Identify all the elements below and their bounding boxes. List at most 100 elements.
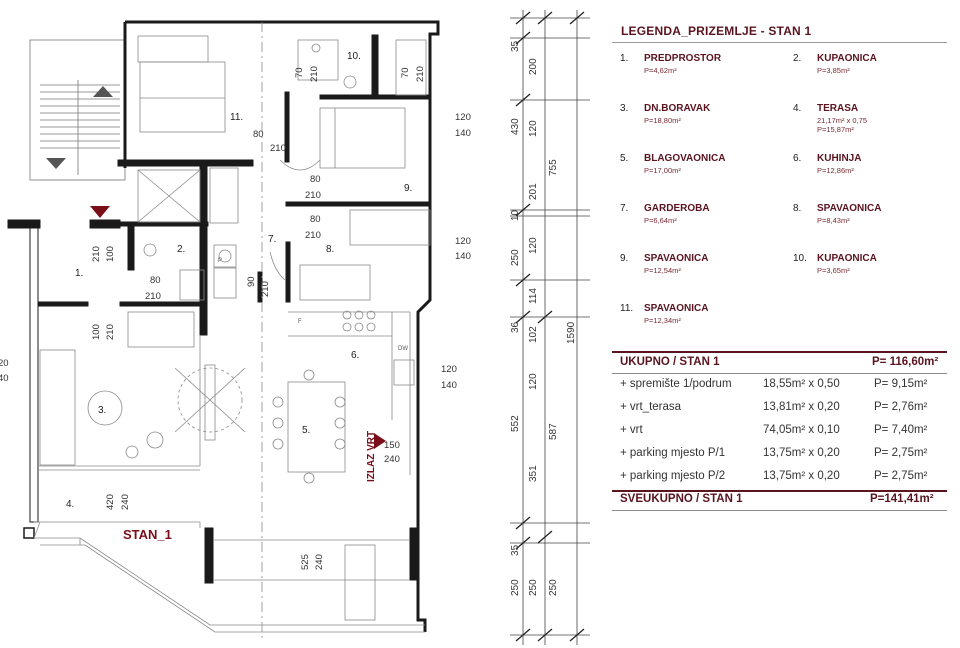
extra-label: + spremište 1/podrum [620,378,732,390]
legend-room-area: P=12,86m² [817,166,854,175]
legend-room-area: P=12,34m² [644,316,681,325]
extra-calc: 13,81m² x 0,20 [763,401,840,413]
door-dimensions: 80 210 80 210 80 210 80 210 100 210 100 … [0,66,471,570]
legend-room-number: 1. [620,53,629,64]
dim-value: 10 [510,209,521,221]
room-num-7: 7. [268,234,276,245]
door-dim: 210 [105,324,116,340]
extra-label: + parking mjesto P/1 [620,447,726,459]
grand-total-row: SVEUKUPNO / STAN 1 P=141,41m² [620,493,945,509]
legend-room-name: BLAGOVAONICA [644,153,726,164]
extra-row: + vrt 74,05m² x 0,10 P= 7,40m² [620,424,945,440]
extra-value: P= 9,15m² [874,378,928,390]
room-num-10: 10. [347,51,361,62]
door-dim: 210 [270,143,286,154]
room-num-3: 3. [98,405,106,416]
legend-room-area: P=8,43m² [817,216,850,225]
legend-room-number: 5. [620,153,629,164]
dim-value: 102 [528,326,539,343]
door-dim: 140 [455,128,471,139]
divider [612,373,947,374]
legend-room-name: SPAVAONICA [644,253,709,264]
door-dim: 240 [314,554,325,570]
dim-value: 250 [510,579,521,596]
door-dim: 80 [310,174,321,185]
door-dim: 40 [0,373,9,384]
total-row: UKUPNO / STAN 1 P= 116,60m² [620,356,945,372]
door-dim: 70 [400,67,411,78]
door-dim: 100 [91,324,102,340]
extra-label: + vrt_terasa [620,401,682,413]
legend-room-2: 2. KUPAONICA P=3,85m² [793,53,953,93]
divider [612,42,947,43]
exit-label: IZLAZ VRT [366,431,377,482]
entrance-marker [90,206,110,218]
legend-room-name: PREDPROSTOR [644,53,722,64]
extra-value: P= 2,75m² [874,470,928,482]
legend-room-area: P=18,80m² [644,116,681,125]
extra-row: + parking mjesto P/1 13,75m² x 0,20 P= 2… [620,447,945,463]
room-num-5: 5. [302,425,310,436]
legend-room-area: P=3,65m² [817,266,850,275]
legend-room-area: P=6,64m² [644,216,677,225]
dim-value: 120 [528,237,539,254]
room-num-4: 4. [66,499,74,510]
legend-room-name: DN.BORAVAK [644,103,711,114]
door-dim: 240 [384,454,400,465]
legend-room-name: TERASA [817,103,859,114]
door-dim: 90 [246,276,257,287]
legend-room-5: 5. BLAGOVAONICA P=17,00m² [620,153,780,193]
legend-room-8: 8. SPAVAONICA P=8,43m² [793,203,953,243]
door-dim: 80 [253,129,264,140]
exit-arrow [374,433,386,449]
total-value: P= 116,60m² [872,356,939,368]
legend-room-name: KUPAONICA [817,253,877,264]
dim-value: 201 [528,183,539,200]
door-dim: 210 [309,66,320,82]
divider [612,510,947,511]
legend-room-number: 6. [793,153,802,164]
dim-value: 120 [528,373,539,390]
legend-room-9: 9. SPAVAONICA P=12,54m² [620,253,780,293]
appliance-labels: F DW P [218,258,408,352]
dim-value: 351 [528,465,539,482]
legend-room-1: 1. PREDPROSTOR P=4,62m² [620,53,780,93]
extra-calc: 74,05m² x 0,10 [763,424,840,436]
room-num-11: 11. [230,112,243,123]
dishwasher-label: DW [398,346,408,352]
legend-room-number: 3. [620,103,629,114]
legend-room-number: 4. [793,103,802,114]
legend-room-6: 6. KUHINJA P=12,86m² [793,153,953,193]
dim-value: 200 [528,58,539,75]
extra-row: + parking mjesto P/2 13,75m² x 0,20 P= 2… [620,470,945,486]
legend-room-area: P=17,00m² [644,166,681,175]
dim-value: 35 [510,544,521,556]
apartment-label: STAN_1 [123,527,172,542]
room-num-9: 9. [404,183,412,194]
legend-room-area: P=12,54m² [644,266,681,275]
legend-room-number: 2. [793,53,802,64]
dim-value: 35 [510,40,521,52]
legend-room-number: 7. [620,203,629,214]
door-dim: 210 [305,230,321,241]
floor-plan: F DW P 1. 2. 3. 4. 5. 6. 7. 8. 9. 10. 11… [0,10,590,645]
dim-value: 587 [548,423,559,440]
extra-row: + vrt_terasa 13,81m² x 0,20 P= 2,76m² [620,401,945,417]
door-dim: 210 [415,66,426,82]
legend-panel: LEGENDA_PRIZEMLJE - STAN 1 1. PREDPROSTO… [610,16,950,521]
legend-room-name: GARDEROBA [644,203,710,214]
legend-room-area-net: P=15,87m² [817,125,854,134]
extra-value: P= 7,40m² [874,424,928,436]
door-dim: 420 [105,494,116,510]
dim-value: 552 [510,415,521,432]
stair-down-arrow [46,158,66,169]
door-dim: 210 [260,281,271,297]
grand-total-value: P=141,41m² [870,493,934,505]
legend-room-name: SPAVAONICA [644,303,709,314]
door-dim: 70 [294,67,305,78]
room-numbers: 1. 2. 3. 4. 5. 6. 7. 8. 9. 10. 11. [66,51,412,510]
extra-calc: 18,55m² x 0,50 [763,378,840,390]
door-dim: 100 [105,246,116,262]
legend-room-10: 10. KUPAONICA P=3,65m² [793,253,953,293]
door-dim: 240 [120,494,131,510]
